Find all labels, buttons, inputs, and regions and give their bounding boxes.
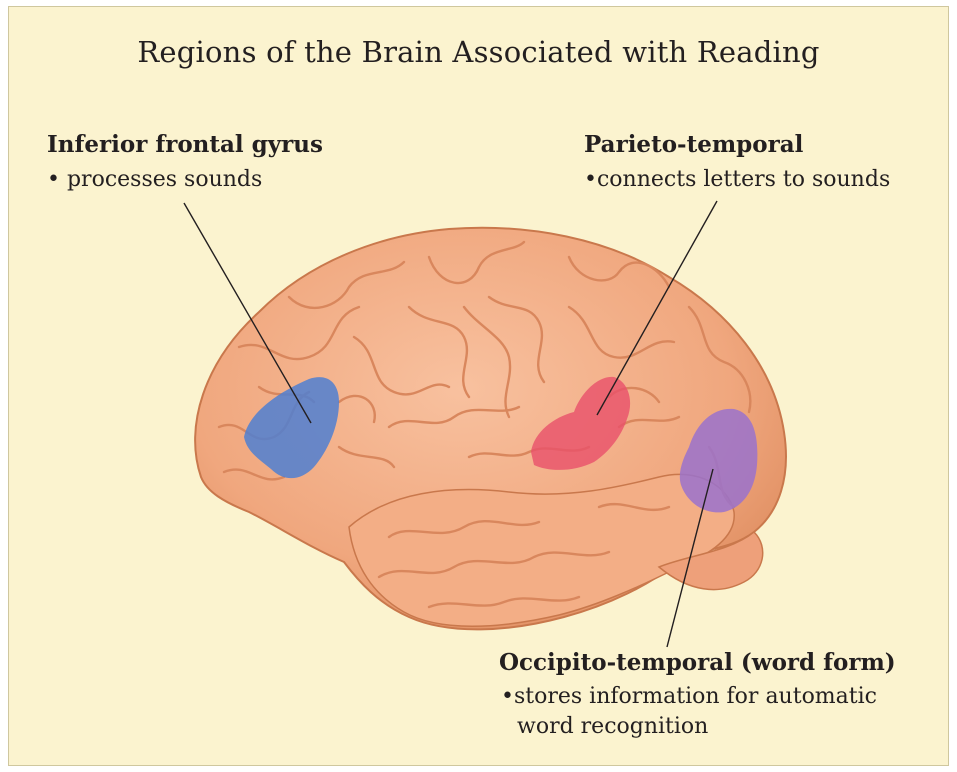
occipito-heading: Occipito-temporal (word form) xyxy=(499,649,896,676)
occipito-bullet-continued: word recognition xyxy=(517,712,708,741)
diagram-panel: Regions of the Brain Associated with Rea… xyxy=(8,6,949,766)
frontal-heading: Inferior frontal gyrus xyxy=(47,131,323,158)
frontal-bullet: • processes sounds xyxy=(47,165,262,194)
parieto-heading: Parieto-temporal xyxy=(584,131,803,158)
temporal-lobe-shape xyxy=(349,474,734,626)
parieto-bullet: •connects letters to sounds xyxy=(584,165,890,194)
occipito-bullet: •stores information for automatic xyxy=(501,682,877,711)
